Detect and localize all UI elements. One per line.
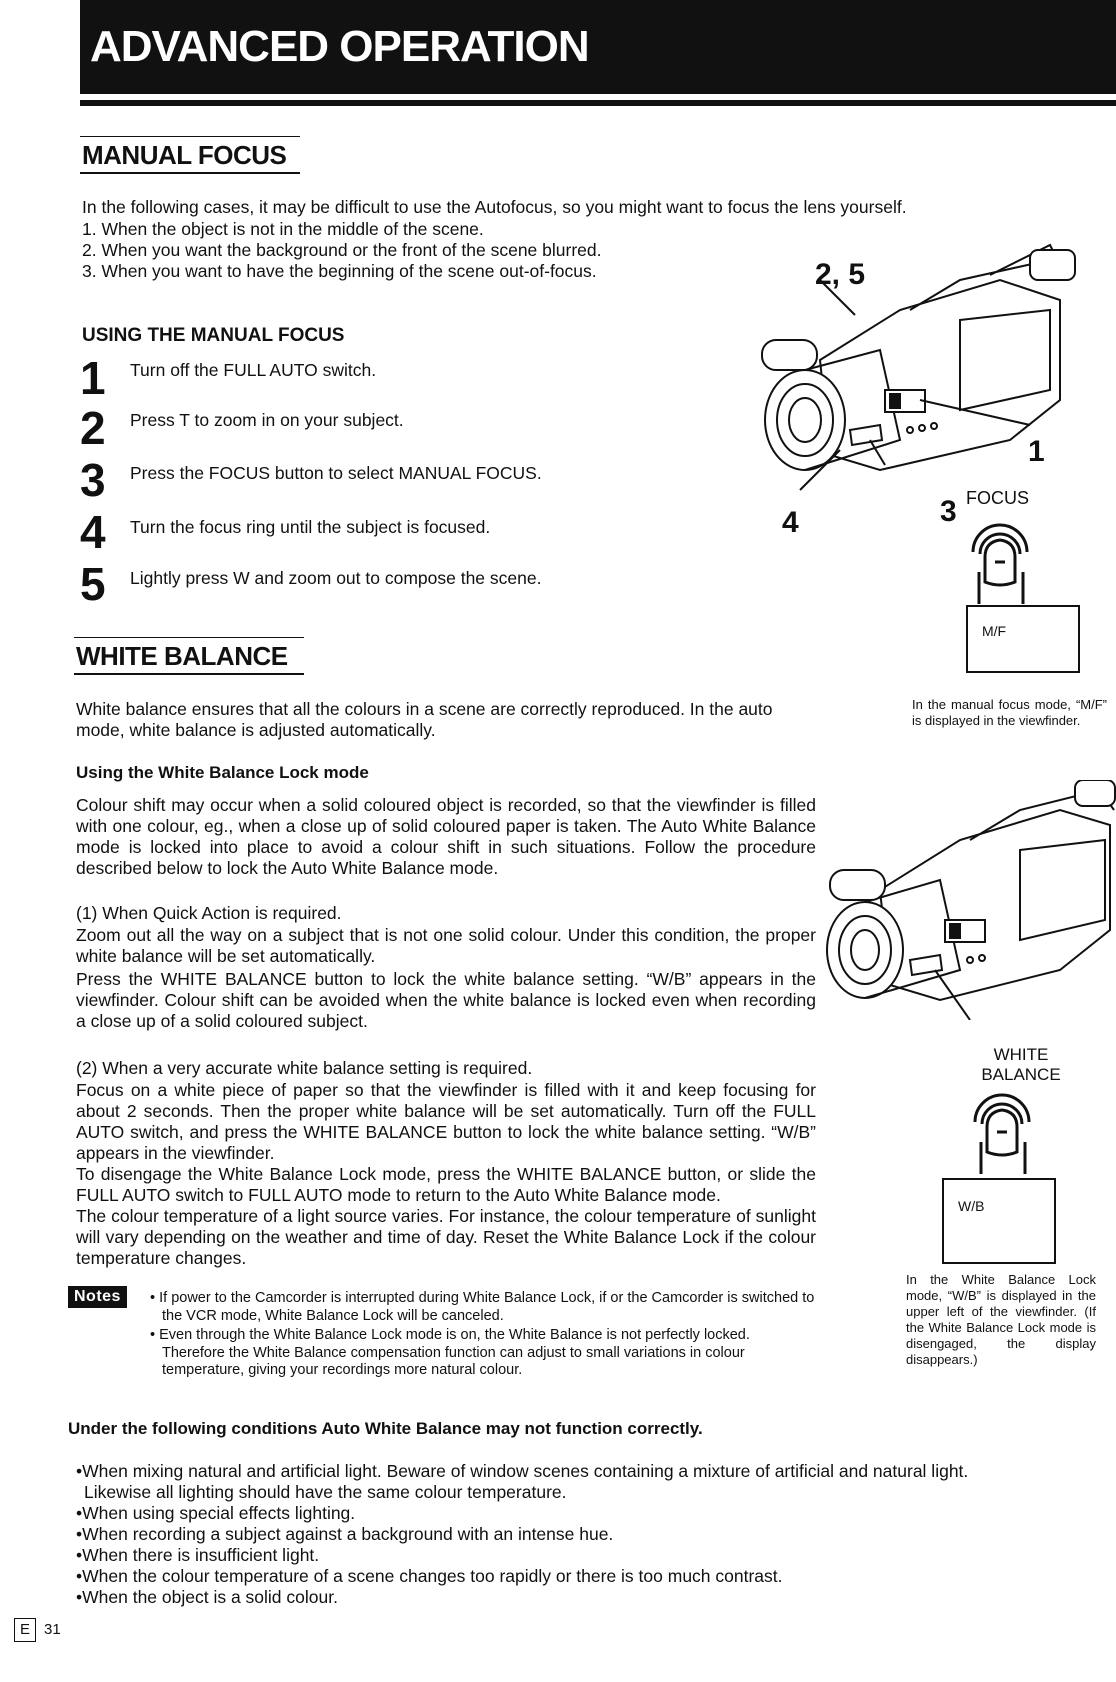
focus-button-label: FOCUS [966, 488, 1029, 508]
white-balance-title: WHITE BALANCE [76, 641, 288, 671]
wb-case1-head: (1) When Quick Action is required. [76, 903, 342, 923]
step-number: 3 [80, 454, 106, 506]
callout-3: 3 [940, 495, 957, 528]
wb-case2-text: Focus on a white piece of paper so that … [76, 1080, 816, 1163]
viewfinder-mf-text: M/F [982, 623, 1007, 639]
case-item: 1. When the object is not in the middle … [82, 219, 484, 239]
manual-focus-top-rule [80, 136, 300, 137]
note-item: • If power to the Camcorder is interrupt… [150, 1290, 815, 1324]
viewfinder-mf-box: M/F [966, 605, 1080, 673]
case-item: 2. When you want the background or the f… [82, 240, 602, 260]
condition-item: •When the colour temperature of a scene … [76, 1566, 783, 1586]
wb-lock-subhead: Using the White Balance Lock mode [76, 763, 369, 782]
note-item: • Even through the White Balance Lock mo… [150, 1327, 750, 1378]
wb-case1-text: Zoom out all the way on a subject that i… [76, 925, 816, 966]
wb-lock-intro: Colour shift may occur when a solid colo… [76, 795, 816, 878]
step-text: Turn the focus ring until the subject is… [130, 517, 491, 537]
conditions-list: •When mixing natural and artificial ligh… [76, 1461, 1086, 1608]
using-manual-focus-subhead: USING THE MANUAL FOCUS [82, 325, 345, 346]
header-banner [80, 0, 1116, 94]
wb-case2-text3: The colour temperature of a light source… [76, 1206, 816, 1268]
viewfinder-wb-box: W/B [942, 1178, 1056, 1264]
step-number: 4 [80, 506, 106, 558]
manual-focus-title: MANUAL FOCUS [82, 140, 287, 170]
wb-caption: In the White Balance Lock mode, “W/B” is… [906, 1272, 1096, 1367]
manual-focus-caption: In the manual focus mode, “M/F” is displ… [912, 697, 1107, 728]
step-text: Press T to zoom in on your subject. [130, 410, 404, 430]
wb-case2-text2: To disengage the White Balance Lock mode… [76, 1164, 816, 1205]
step-text: Press the FOCUS button to select MANUAL … [130, 463, 542, 483]
step-number: 1 [80, 352, 106, 404]
condition-item: •When the object is a solid colour. [76, 1587, 338, 1607]
wb-label-line: WHITE [993, 1045, 1049, 1064]
white-balance-rule [74, 673, 304, 675]
language-box: E [14, 1618, 36, 1642]
manual-focus-intro: In the following cases, it may be diffic… [82, 197, 907, 217]
wb-case2-head: (2) When a very accurate white balance s… [76, 1058, 533, 1078]
wb-case1-text2: Press the WHITE BALANCE button to lock t… [76, 969, 816, 1031]
condition-item: •When using special effects lighting. [76, 1503, 356, 1523]
manual-focus-cases: 1. When the object is not in the middle … [82, 219, 762, 282]
step-number: 2 [80, 402, 106, 454]
callout-1: 1 [1028, 435, 1045, 468]
page-number: 31 [44, 1621, 61, 1638]
notes-badge: Notes [68, 1286, 127, 1308]
step-number: 5 [80, 558, 106, 610]
callout-4: 4 [782, 506, 799, 539]
conditions-head: Under the following conditions Auto Whit… [68, 1419, 703, 1438]
header-rule [80, 100, 1116, 106]
case-item: 3. When you want to have the beginning o… [82, 261, 597, 281]
page-title: ADVANCED OPERATION [90, 22, 590, 71]
notes-list: • If power to the Camcorder is interrupt… [150, 1290, 815, 1380]
white-balance-intro: White balance ensures that all the colou… [76, 699, 773, 740]
finger-press-icon [971, 523, 1029, 604]
camcorder-illustration [761, 243, 1076, 491]
step-text: Lightly press W and zoom out to compose … [130, 568, 542, 588]
camcorder-illustration-wb [826, 780, 1116, 1020]
condition-item: •When there is insufficient light. [76, 1545, 320, 1565]
wb-button-label: WHITE BALANCE [976, 1045, 1066, 1085]
wb-label-line: BALANCE [981, 1065, 1061, 1084]
viewfinder-wb-text: W/B [958, 1198, 985, 1214]
finger-press-icon [973, 1093, 1031, 1174]
condition-item: •When mixing natural and artificial ligh… [76, 1461, 969, 1481]
condition-item: •When recording a subject against a back… [76, 1524, 614, 1544]
white-balance-top-rule [74, 637, 304, 638]
manual-focus-rule [80, 172, 300, 174]
condition-item: Likewise all lighting should have the sa… [84, 1482, 567, 1502]
step-text: Turn off the FULL AUTO switch. [130, 360, 377, 380]
